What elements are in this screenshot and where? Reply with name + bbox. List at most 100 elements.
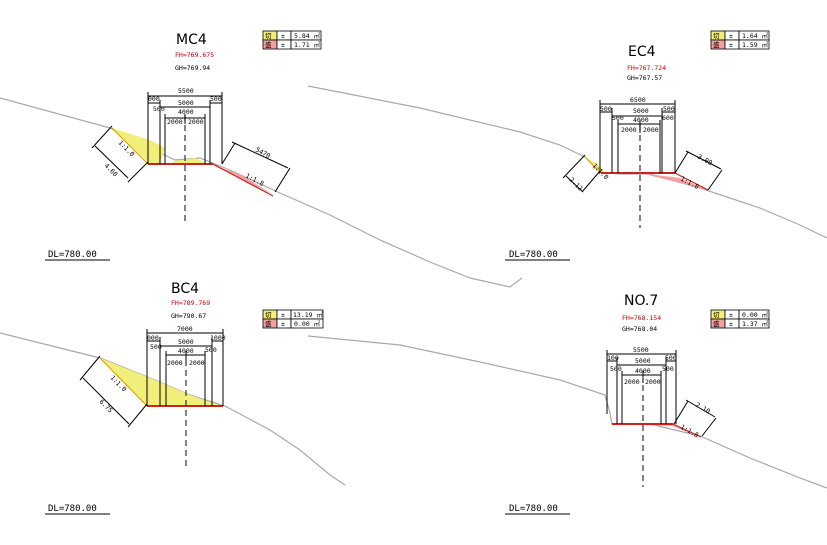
dim-inner: 4000: [178, 108, 194, 116]
gh-label: GH=768.04: [622, 325, 657, 333]
area-value-fill: 1.59 ㎡: [742, 40, 769, 49]
dim-road: 5000: [635, 357, 651, 365]
fill-slope: [672, 423, 702, 438]
area-label-cut: 切: [265, 32, 272, 40]
slope-right-ratio: 1:1.8: [679, 175, 700, 191]
dim-sub-left: 500: [150, 343, 162, 351]
dim-sub-left: 500: [610, 365, 622, 373]
slope-left-length: 4.60: [103, 162, 120, 179]
slope-right-length: 3.00: [696, 153, 714, 167]
dim-right: 500: [663, 105, 675, 113]
datum-level: DL=780.00: [509, 504, 558, 514]
svg-text:±: ±: [729, 41, 733, 49]
dim-road: 5000: [178, 99, 194, 107]
dim-inner: 4000: [633, 116, 649, 124]
fill-slope: [674, 172, 709, 191]
dim-left: 500: [600, 105, 612, 113]
dim-total: 6500: [630, 96, 646, 104]
cut-area-right: [170, 158, 208, 164]
datum-level: DL=780.00: [48, 250, 97, 260]
section-ec4: EC4 FH=767.724 GH=767.57 6500 500 500 50…: [307, 30, 827, 261]
svg-text:±: ±: [281, 311, 285, 319]
slope-left-length: 6.75: [98, 398, 115, 415]
area-label-fill: 盛: [265, 319, 272, 328]
dim-sub-right: 500: [205, 346, 217, 354]
fh-label: FH=768.154: [622, 314, 661, 322]
cut-slope: [584, 156, 602, 174]
area-table: 切 ± 13.19 ㎡ 盛 ± 0.00 ㎡: [262, 309, 323, 329]
dim-half-left: 2000: [621, 126, 637, 134]
slope-right-ratio: 1:1.8: [679, 423, 700, 440]
dim-left: 100: [607, 354, 619, 362]
dim-right: 500: [665, 354, 677, 362]
datum-level: DL=780.00: [509, 250, 558, 260]
dim-right: 1000: [210, 334, 226, 342]
svg-text:±: ±: [729, 320, 733, 328]
dimension-lines: [79, 329, 224, 428]
fill-slope: [212, 163, 274, 197]
dim-half-right: 2000: [188, 118, 204, 126]
slope-right-length: 5470: [254, 146, 272, 160]
area-label-cut: 切: [713, 32, 720, 40]
dimension-lines: [562, 100, 723, 193]
area-value-fill: 0.00 ㎡: [294, 319, 321, 328]
ground-line: [307, 335, 827, 489]
gh-label: GH=767.57: [627, 74, 662, 82]
dim-half-left: 2000: [167, 359, 183, 367]
dim-sub-right: 600: [662, 114, 674, 122]
slope-left-length: 2.12: [568, 176, 585, 193]
area-table: 切 ± 0.00 ㎡ 盛 ± 1.37 ㎡: [710, 309, 770, 329]
section-title: BC4: [171, 281, 199, 297]
dim-total: 7000: [177, 325, 193, 333]
dim-total: 5500: [633, 346, 649, 354]
area-value-cut: 13.19 ㎡: [293, 310, 323, 319]
dim-inner: 4000: [178, 347, 194, 355]
dim-road: 5000: [178, 338, 194, 346]
area-value-cut: 1.64 ㎡: [742, 31, 769, 40]
ground-line: [0, 332, 346, 486]
dim-right: 500: [210, 95, 222, 103]
svg-text:±: ±: [281, 320, 285, 328]
dim-half-right: 2000: [643, 126, 659, 134]
section-title: MC4: [176, 32, 207, 48]
dim-half-right: 2000: [189, 359, 205, 367]
gh-label: GH=790.67: [171, 312, 206, 320]
area-value-cut: 0.00 ㎡: [742, 310, 769, 319]
dim-left: 000: [147, 334, 159, 342]
section-title: EC4: [628, 44, 656, 60]
svg-text:±: ±: [729, 32, 733, 40]
dim-sub-right: 500: [662, 365, 674, 373]
dim-half-left: 2000: [167, 118, 183, 126]
area-table: 切 ± 5.84 ㎡ 盛 ± 1.71 ㎡: [262, 30, 322, 50]
section-mc4: MC4 FH=769.675 GH=769.94 5500 000 500 50…: [0, 30, 523, 288]
cut-area: [100, 358, 222, 406]
dimension-lines: [606, 350, 717, 437]
datum-level: DL=780.00: [48, 504, 97, 514]
area-label-fill: 盛: [265, 40, 272, 49]
area-label-fill: 盛: [713, 319, 720, 328]
area-label-cut: 切: [713, 311, 720, 319]
svg-text:±: ±: [729, 311, 733, 319]
area-value-fill: 1.37 ㎡: [742, 319, 769, 328]
area-label-cut: 切: [265, 311, 272, 319]
dim-inner: 4000: [635, 367, 651, 375]
dim-total: 5500: [178, 87, 194, 95]
fill-area: [612, 424, 700, 437]
ground-line: [307, 85, 827, 239]
dim-left: 000: [148, 95, 160, 103]
dim-half-left: 2000: [624, 378, 640, 386]
area-value-cut: 5.84 ㎡: [294, 31, 321, 40]
svg-text:±: ±: [281, 41, 285, 49]
area-value-fill: 1.71 ㎡: [294, 40, 321, 49]
section-bc4: BC4 FH=789.769 GH=790.67 7000 000 1000 5…: [0, 281, 346, 515]
area-label-fill: 盛: [713, 40, 720, 49]
fh-label: FH=767.724: [627, 64, 666, 72]
dimension-lines: [91, 92, 291, 193]
gh-label: GH=769.94: [175, 64, 210, 72]
cut-area: [112, 128, 165, 164]
section-title: NO.7: [624, 293, 658, 309]
dim-sub-left: 500: [612, 114, 624, 122]
dim-half-right: 2000: [645, 378, 661, 386]
fh-label: FH=789.769: [171, 299, 210, 307]
svg-text:±: ±: [281, 32, 285, 40]
